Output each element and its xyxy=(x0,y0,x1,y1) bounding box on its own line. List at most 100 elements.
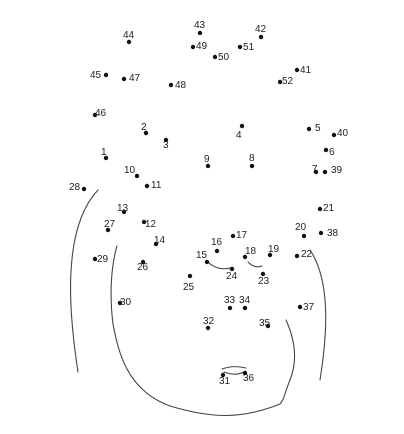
dot-1 xyxy=(103,155,109,161)
dot-label-4: 4 xyxy=(236,130,242,141)
dot-5 xyxy=(306,126,312,132)
dot-label-32: 32 xyxy=(203,316,215,327)
dot-label-37: 37 xyxy=(303,302,315,313)
dot-27 xyxy=(105,227,111,233)
dot-label-19: 19 xyxy=(268,244,280,255)
dot-label-24: 24 xyxy=(226,271,238,282)
dot-label-5: 5 xyxy=(315,123,321,134)
dot-label-11: 11 xyxy=(151,180,162,191)
right-lower-stroke xyxy=(279,319,296,405)
dot-label-36: 36 xyxy=(243,373,255,384)
dot-label-25: 25 xyxy=(183,282,195,293)
dot-4 xyxy=(239,123,245,129)
dot-16 xyxy=(214,248,220,254)
dot-label-47: 47 xyxy=(129,73,141,84)
dot-label-7: 7 xyxy=(312,164,318,175)
dot-label-40: 40 xyxy=(337,128,349,139)
dot-46 xyxy=(92,112,98,118)
dot-label-18: 18 xyxy=(245,246,257,257)
dot-label-15: 15 xyxy=(196,250,208,261)
outline-strokes xyxy=(70,189,327,416)
dot-label-6: 6 xyxy=(329,147,335,158)
dot-18 xyxy=(242,254,248,260)
dot-36 xyxy=(242,370,248,376)
dot-label-14: 14 xyxy=(154,235,166,246)
dot-label-23: 23 xyxy=(258,276,270,287)
left-lower-stroke xyxy=(110,245,171,407)
dot-label-50: 50 xyxy=(218,52,230,63)
dot-39 xyxy=(322,169,328,175)
dot-24 xyxy=(229,266,235,272)
dot-label-17: 17 xyxy=(236,230,248,241)
dot-label-38: 38 xyxy=(327,228,339,239)
dot-label-35: 35 xyxy=(259,318,271,329)
dot-33 xyxy=(227,305,233,311)
dot-label-9: 9 xyxy=(204,154,210,165)
dot-label-41: 41 xyxy=(300,65,312,76)
dot-label-3: 3 xyxy=(163,140,169,151)
dot-2 xyxy=(143,130,149,136)
dot-37 xyxy=(297,304,303,310)
dot-20 xyxy=(301,233,307,239)
dot-label-28: 28 xyxy=(69,182,81,193)
dot-48 xyxy=(168,82,174,88)
dot-34 xyxy=(242,305,248,311)
dot-label-26: 26 xyxy=(137,262,149,273)
dot-3 xyxy=(163,137,169,143)
nose-stroke xyxy=(207,261,231,270)
dot-label-1: 1 xyxy=(101,147,107,158)
dot-22 xyxy=(294,253,300,259)
dot-label-46: 46 xyxy=(95,108,107,119)
dot-label-39: 39 xyxy=(331,165,343,176)
mouth-curve-stroke xyxy=(223,371,245,375)
dot-label-43: 43 xyxy=(194,20,206,31)
dot-label-12: 12 xyxy=(145,219,157,230)
dot-29 xyxy=(92,256,98,262)
dot-label-51: 51 xyxy=(243,42,255,53)
dot-32 xyxy=(205,325,211,331)
dot-11 xyxy=(144,183,150,189)
dot-label-27: 27 xyxy=(104,219,116,230)
dot-6 xyxy=(323,147,329,153)
dot-label-30: 30 xyxy=(120,297,132,308)
dot-label-49: 49 xyxy=(196,41,208,52)
right-cheek-stroke xyxy=(309,249,327,381)
dot-23 xyxy=(260,271,266,277)
dot-40 xyxy=(331,132,337,138)
dot-28 xyxy=(81,186,87,192)
dot-7 xyxy=(313,169,319,175)
dot-52 xyxy=(277,79,283,85)
dot-label-29: 29 xyxy=(97,254,109,265)
dot-21 xyxy=(317,206,323,212)
dot-label-33: 33 xyxy=(224,295,236,306)
dot-38 xyxy=(318,230,324,236)
nose-right-stroke xyxy=(247,261,263,268)
dot-label-21: 21 xyxy=(323,203,335,214)
dot-label-22: 22 xyxy=(301,249,313,260)
dot-49 xyxy=(190,44,196,50)
dot-45 xyxy=(103,72,109,78)
dot-label-31: 31 xyxy=(219,376,231,387)
dot-label-10: 10 xyxy=(124,165,136,176)
dot-label-8: 8 xyxy=(249,153,255,164)
dot-30 xyxy=(117,300,123,306)
dot-50 xyxy=(212,54,218,60)
dot-label-20: 20 xyxy=(295,222,307,233)
bottom-curve-stroke xyxy=(169,403,281,416)
dot-17 xyxy=(230,233,236,239)
dot-41 xyxy=(294,67,300,73)
dot-19 xyxy=(267,252,273,258)
dot-label-13: 13 xyxy=(117,203,129,214)
dot-label-48: 48 xyxy=(175,80,187,91)
dot-label-44: 44 xyxy=(123,30,135,41)
dot-14 xyxy=(153,241,159,247)
dot-label-34: 34 xyxy=(239,295,251,306)
dot-43 xyxy=(197,30,203,36)
dot-51 xyxy=(237,44,243,50)
dot-25 xyxy=(187,273,193,279)
dot-13 xyxy=(121,209,127,215)
dot-44 xyxy=(126,39,132,45)
dot-47 xyxy=(121,76,127,82)
